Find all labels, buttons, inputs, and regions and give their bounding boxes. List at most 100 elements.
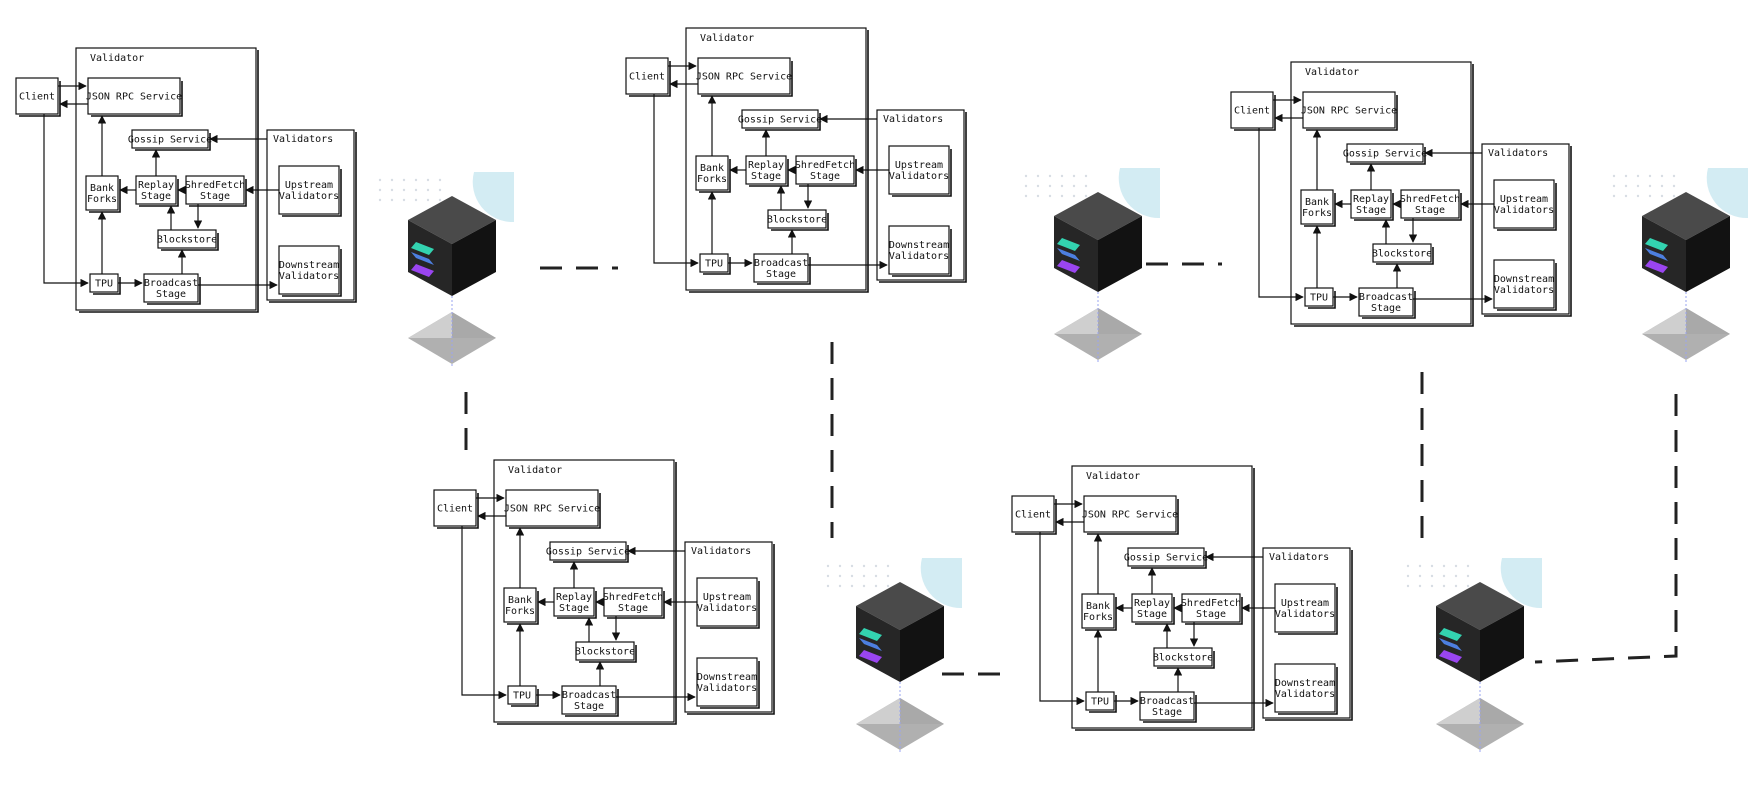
node-2-server-cube-icon xyxy=(1024,168,1160,364)
node-1-bank-forks-box-label-line1: Bank xyxy=(90,183,114,194)
node-3-validators-frame: Validators xyxy=(1481,143,1572,317)
node-2-bank-forks-box-label-line1: Bank xyxy=(700,163,724,174)
node-2-upstream-box-label-line2: Validators xyxy=(889,171,949,182)
node-5-gossip-box: Gossip Service xyxy=(1124,547,1208,569)
node-5-upstream-box-label-line1: Upstream xyxy=(1281,598,1329,609)
node-5-json-rpc-box-label: JSON RPC Service xyxy=(1082,510,1178,521)
link-node-3-node-5 xyxy=(1534,394,1678,664)
network-links xyxy=(464,262,1678,676)
node-1-bank-forks-box-label-line2: Forks xyxy=(87,194,117,205)
node-1-blockstore-box-label: Blockstore xyxy=(157,235,217,246)
node-4-broadcast-box-label-line2: Stage xyxy=(574,701,604,712)
node-2-downstream-box-label-line1: Downstream xyxy=(889,240,949,251)
node-4-bank-forks-box-label-line1: Bank xyxy=(508,595,532,606)
node-1-validator-title: Validator xyxy=(90,53,144,64)
node-3-tpu-box-label: TPU xyxy=(1310,293,1328,304)
node-3-upstream-box-label-line2: Validators xyxy=(1494,205,1554,216)
node-4-validators-frame: Validators xyxy=(684,541,775,715)
node-5-blockstore-box: Blockstore xyxy=(1153,647,1215,669)
node-2-validator-title: Validator xyxy=(700,33,754,44)
node-2-replay-stage-box-label-line1: Replay xyxy=(748,160,784,171)
node-4-tpu-box: TPU xyxy=(507,685,539,707)
node-3-flow-client-tpu xyxy=(1258,128,1304,302)
node-1-gossip-box: Gossip Service xyxy=(128,129,212,151)
node-3-gossip-box-label: Gossip Service xyxy=(1343,149,1427,160)
node-5-downstream-box-label-line2: Validators xyxy=(1275,689,1335,700)
node-4-bank-forks-box-label-line2: Forks xyxy=(505,606,535,617)
node-3-json-rpc-box: JSON RPC Service xyxy=(1301,91,1398,131)
node-1-replay-stage-box-label-line2: Stage xyxy=(141,191,171,202)
node-1-shredfetch-box-label-line2: Stage xyxy=(200,191,230,202)
node-3-shredfetch-box-label-line2: Stage xyxy=(1415,205,1445,216)
node-4-validators-title: Validators xyxy=(691,546,751,557)
node-5-bank-forks-box-label-line1: Bank xyxy=(1086,601,1110,612)
node-3-json-rpc-box-label: JSON RPC Service xyxy=(1301,106,1397,117)
node-2-client-box: Client xyxy=(625,57,671,97)
node-5-replay-stage-box-label-line2: Stage xyxy=(1137,609,1167,620)
node-3-downstream-box-label-line2: Validators xyxy=(1494,285,1554,296)
node-2-blockstore-box: Blockstore xyxy=(767,209,829,231)
node-1-blockstore-box: Blockstore xyxy=(157,229,219,251)
node-5-solana-logo-icon xyxy=(1439,628,1462,663)
node-2-json-rpc-box-label: JSON RPC Service xyxy=(696,72,792,83)
node-2-gossip-box: Gossip Service xyxy=(738,109,822,131)
node-1-downstream-box-label-line1: Downstream xyxy=(279,260,339,271)
node-1-gossip-box-label: Gossip Service xyxy=(128,135,212,146)
node-4-downstream-box-label-line2: Validators xyxy=(697,683,757,694)
node-4-shredfetch-box-label-line2: Stage xyxy=(618,603,648,614)
node-3-upstream-box-label-line1: Upstream xyxy=(1500,194,1548,205)
node-3-client-box: Client xyxy=(1230,91,1276,131)
node-4-upstream-box-label-line1: Upstream xyxy=(703,592,751,603)
node-5-client-box-label: Client xyxy=(1015,510,1051,521)
node-5-broadcast-box-label-line1: Broadcast xyxy=(1140,696,1194,707)
node-1-json-rpc-box: JSON RPC Service xyxy=(86,77,183,117)
node-3-server-cube-icon xyxy=(1612,168,1748,364)
node-3-downstream-box-label-line1: Downstream xyxy=(1494,274,1554,285)
node-3-broadcast-box-label-line2: Stage xyxy=(1371,303,1401,314)
node-4-tpu-box-label: TPU xyxy=(513,691,531,702)
node-2-gossip-box-label: Gossip Service xyxy=(738,115,822,126)
node-3-blockstore-box-label: Blockstore xyxy=(1372,249,1432,260)
node-5-bank-forks-box-label-line2: Forks xyxy=(1083,612,1113,623)
node-4-validator-title: Validator xyxy=(508,465,562,476)
node-4-gossip-box-label: Gossip Service xyxy=(546,547,630,558)
node-1-flow-client-tpu xyxy=(43,114,89,288)
node-3-validator-title: Validator xyxy=(1305,67,1359,78)
node-3-validator-frame: Validator xyxy=(1290,61,1474,327)
node-5-tpu-box: TPU xyxy=(1085,691,1117,713)
node-3-replay-stage-box-label-line1: Replay xyxy=(1353,194,1389,205)
node-3-broadcast-box-label-line1: Broadcast xyxy=(1359,292,1413,303)
node-5-gossip-box-label: Gossip Service xyxy=(1124,553,1208,564)
node-3-gossip-box: Gossip Service xyxy=(1343,143,1427,165)
node-4-json-rpc-box-label: JSON RPC Service xyxy=(504,504,600,515)
node-3-solana-logo-icon xyxy=(1645,238,1668,273)
node-2-shredfetch-box-label-line2: Stage xyxy=(810,171,840,182)
node-4-replay-stage-box-label-line2: Stage xyxy=(559,603,589,614)
node-4-blockstore-box-label: Blockstore xyxy=(575,647,635,658)
node-3-client-box-label: Client xyxy=(1234,106,1270,117)
node-1-validators-title: Validators xyxy=(273,134,333,145)
node-5-client-box: Client xyxy=(1011,495,1057,535)
node-2-client-box-label: Client xyxy=(629,72,665,83)
node-4-flow-client-tpu xyxy=(461,526,507,700)
node-5-downstream-box-label-line1: Downstream xyxy=(1275,678,1335,689)
